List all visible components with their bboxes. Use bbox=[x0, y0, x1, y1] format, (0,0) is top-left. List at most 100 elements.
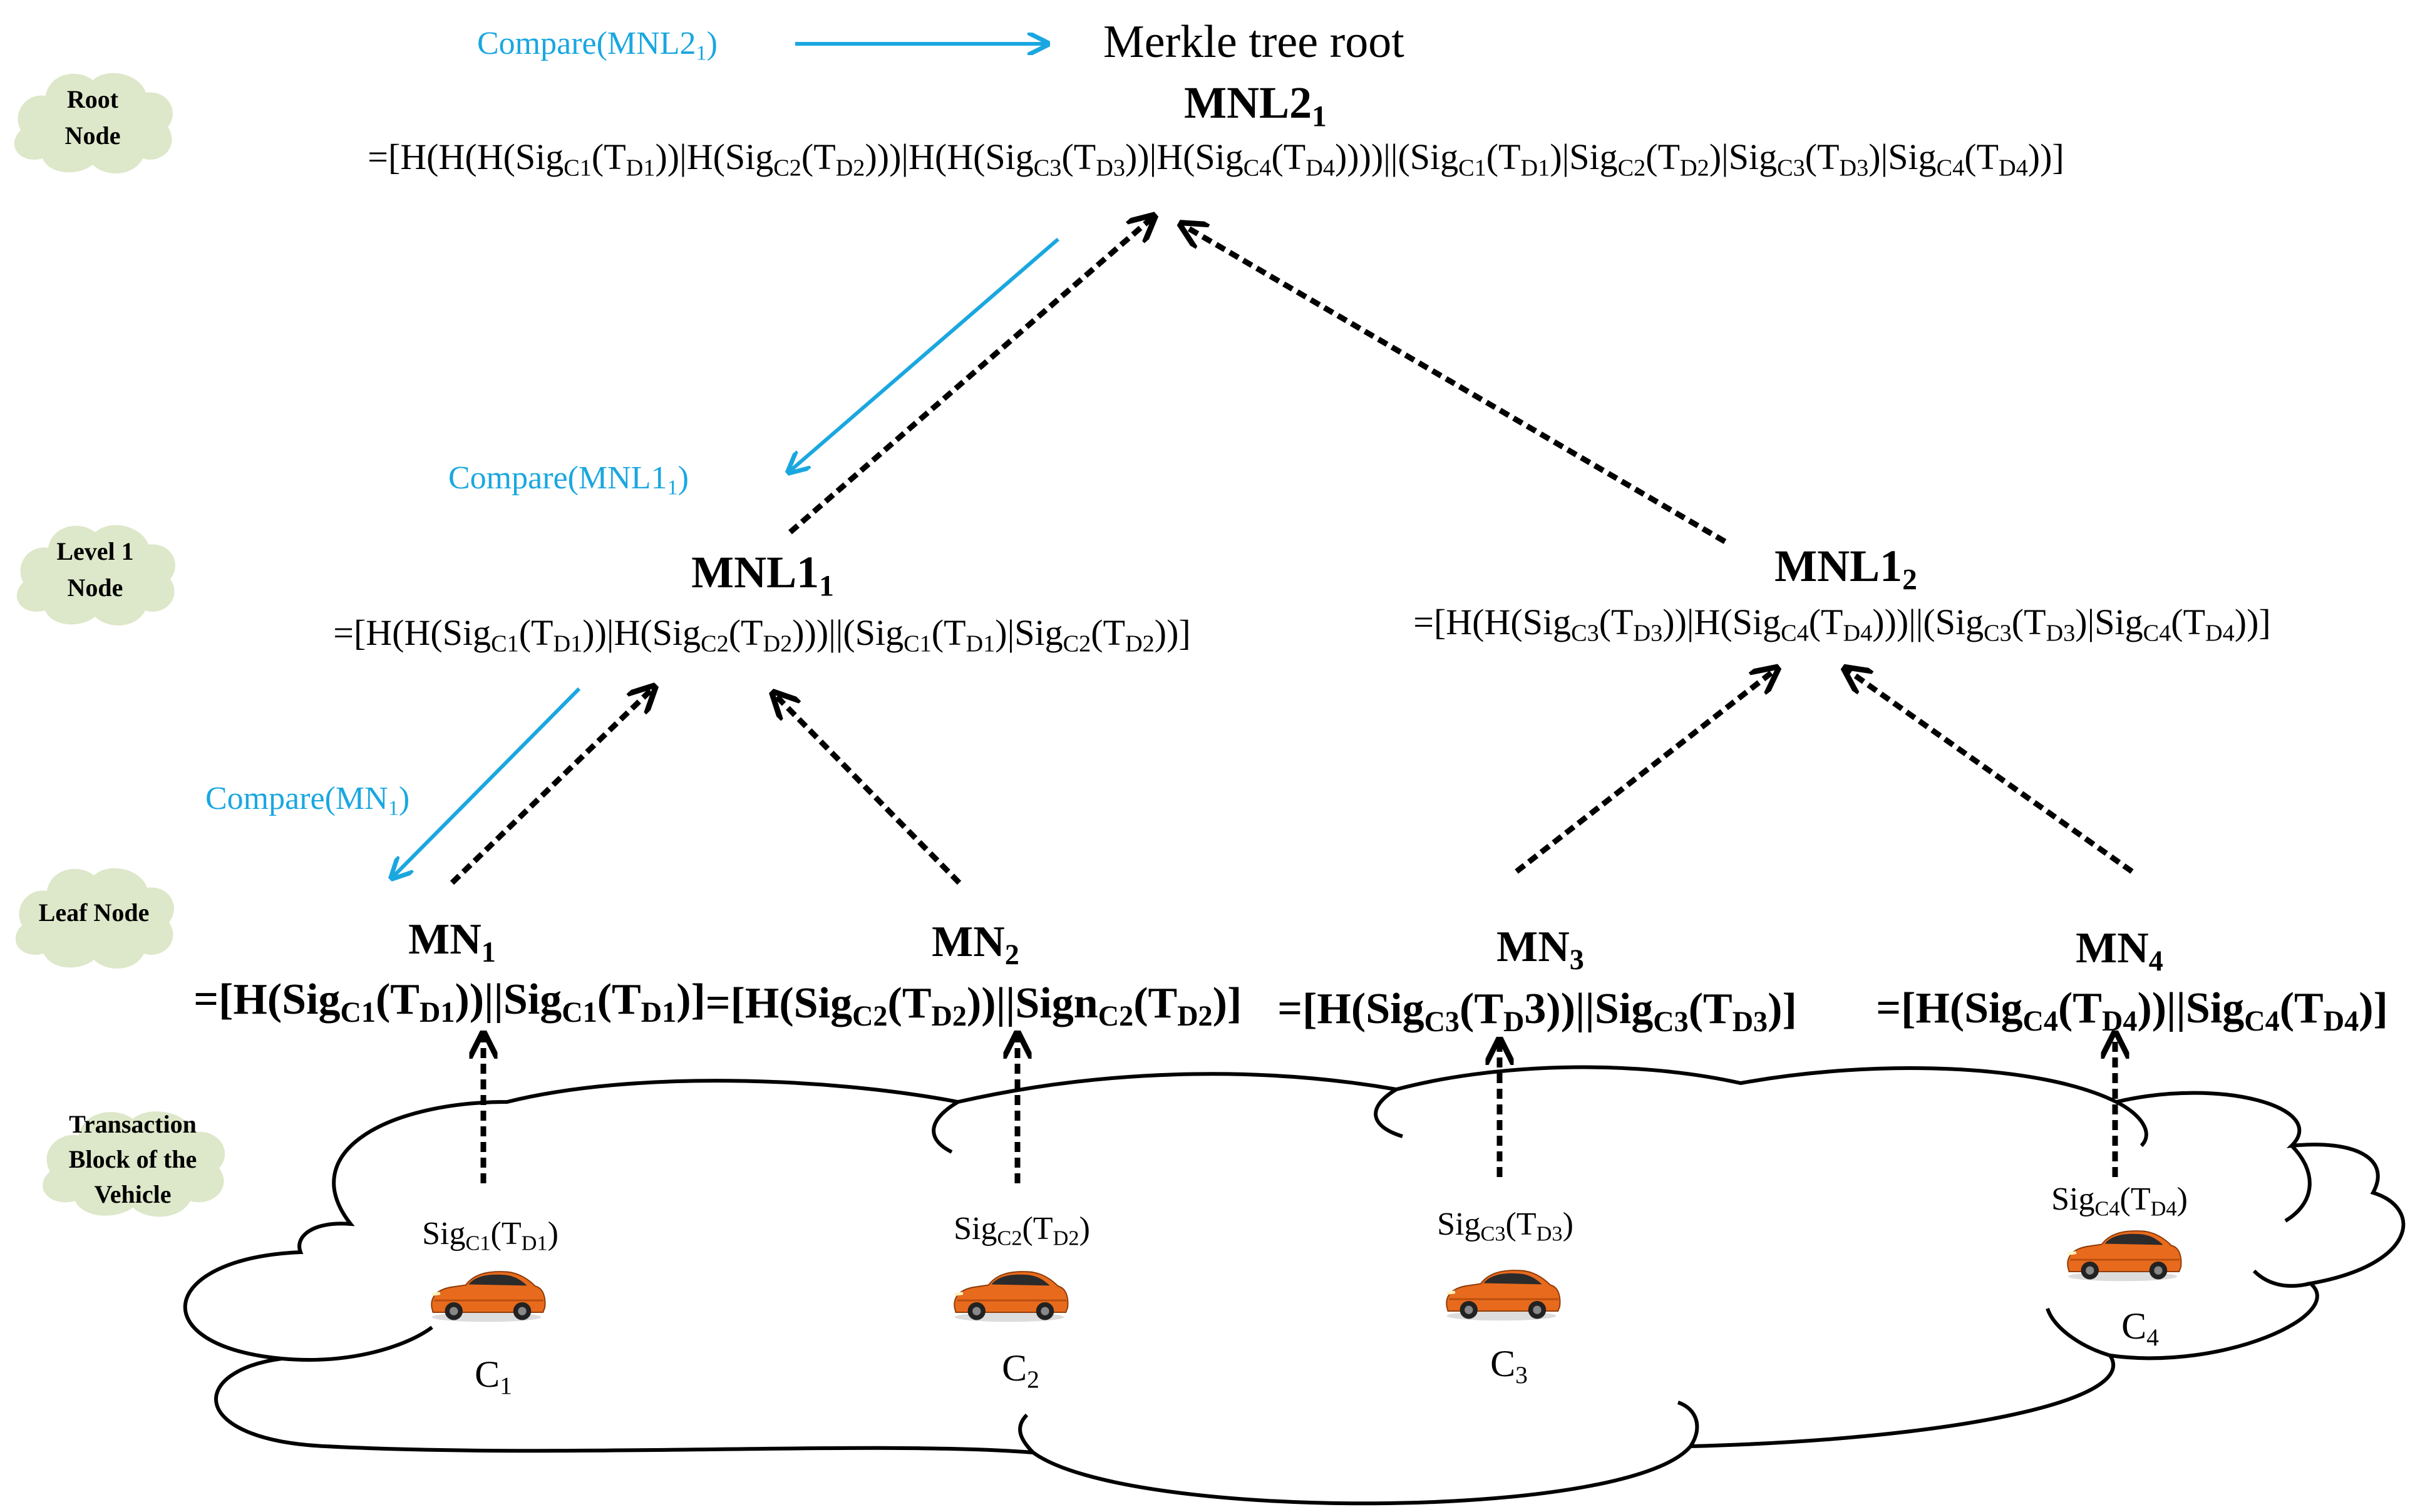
formula-subscript: C1 bbox=[564, 155, 592, 182]
formula-text: ) bbox=[1562, 1206, 1573, 1242]
formula-subscript: D2 bbox=[1053, 1226, 1079, 1250]
formula-subscript: D2 bbox=[1177, 999, 1213, 1032]
cloud-badge-icon bbox=[43, 1111, 225, 1217]
formula-text: ) bbox=[1079, 1211, 1090, 1247]
formula-subscript: C2 bbox=[997, 1226, 1022, 1250]
formula-subscript: D4 bbox=[1843, 620, 1873, 647]
formula-subscript: C4 bbox=[1781, 620, 1809, 647]
vehicle-3-signature: SigC3(TD3) bbox=[1437, 1206, 1573, 1245]
formula-subscript: C3 bbox=[1984, 620, 2012, 647]
arrow-mn2-to-mnl1-1 bbox=[775, 695, 962, 885]
formula-subscript: C2 bbox=[701, 630, 729, 657]
formula-subscript: C4 bbox=[1243, 155, 1272, 182]
formula-subscript: C1 bbox=[904, 630, 932, 657]
formula-subscript: C4 bbox=[2094, 1196, 2120, 1221]
formula-subscript: C2 bbox=[1063, 630, 1091, 657]
formula-subscript: C2 bbox=[1098, 999, 1134, 1032]
formula-text: (T bbox=[490, 1216, 522, 1252]
formula-text: (T bbox=[1022, 1211, 1053, 1247]
mnl1-1-name: MNL11 bbox=[691, 547, 834, 603]
mn2-formula: =[H(SigC2(TD2))||SignC2(TD2)] bbox=[705, 979, 1242, 1031]
formula-text: (T bbox=[1091, 612, 1125, 653]
formula-text: ) bbox=[2176, 1181, 2188, 1217]
formula-text: Sig bbox=[954, 1211, 997, 1247]
formula-subscript: D4 bbox=[2323, 1004, 2359, 1037]
vehicle-2-id: C2 bbox=[1002, 1347, 1039, 1394]
formula-subscript: D4 bbox=[2150, 1196, 2177, 1221]
formula-text: ))|H(Sig bbox=[1125, 136, 1243, 177]
compare-arrow-mnl1 bbox=[790, 237, 1059, 471]
formula-text: (T bbox=[1505, 1206, 1537, 1242]
formula-subscript: C2 bbox=[773, 155, 801, 182]
vehicle-1-signature: SigC1(TD1) bbox=[422, 1216, 559, 1254]
mn1-formula: =[H(SigC1(TD1))||SigC1(TD1)] bbox=[193, 975, 706, 1027]
formula-text: (T bbox=[1486, 136, 1521, 177]
vehicle-1-id: C1 bbox=[475, 1354, 512, 1400]
formula-text: =[H(Sig bbox=[705, 979, 853, 1027]
formula-text: (T bbox=[1805, 136, 1840, 177]
formula-text: (T bbox=[2119, 1181, 2151, 1217]
formula-subscript: D1 bbox=[1520, 155, 1550, 182]
vehicle-2-signature: SigC2(TD2) bbox=[954, 1211, 1090, 1249]
formula-subscript: C1 bbox=[340, 995, 376, 1028]
formula-text: ))|H(Sig bbox=[582, 612, 701, 653]
formula-text: ))|H(Sig bbox=[655, 136, 774, 177]
formula-text: )] bbox=[1212, 979, 1242, 1027]
formula-subscript: D2 bbox=[1125, 630, 1155, 657]
formula-subscript: D3 bbox=[1839, 155, 1869, 182]
formula-subscript: C3 bbox=[1653, 1005, 1689, 1037]
formula-text: ))] bbox=[2027, 136, 2064, 177]
formula-text: ))||Sig bbox=[2137, 984, 2245, 1032]
formula-text: =[H(H(H(Sig bbox=[368, 136, 564, 177]
formula-text: ))))||(Sig bbox=[1334, 136, 1459, 177]
formula-text: )|Sig bbox=[995, 612, 1063, 653]
formula-text: )|Sig bbox=[2075, 602, 2143, 642]
formula-text: =[H(H(Sig bbox=[333, 612, 492, 653]
cloud-badge-icon bbox=[15, 868, 174, 969]
formula-text: 3))||Sig bbox=[1524, 985, 1654, 1033]
formula-text: ))|H(Sig bbox=[1662, 602, 1781, 642]
formula-text: (T bbox=[597, 975, 641, 1024]
cloud-badge-icon bbox=[14, 73, 173, 173]
formula-text: )))||(Sig bbox=[792, 612, 904, 653]
vehicle-4-id: C4 bbox=[2121, 1305, 2159, 1352]
formula-text: (T bbox=[2279, 984, 2324, 1032]
formula-text: (T bbox=[1964, 136, 1999, 177]
level-label-block: Transaction Block of the Vehicle bbox=[68, 1110, 197, 1208]
formula-text: (T bbox=[375, 975, 420, 1024]
formula-text: (T bbox=[801, 136, 836, 177]
formula-text: =[H(Sig bbox=[1876, 984, 2023, 1032]
formula-subscript: D4 bbox=[1305, 155, 1335, 182]
formula-subscript: C3 bbox=[1480, 1221, 1506, 1246]
mn3-name: MN3 bbox=[1496, 923, 1584, 975]
arrow-mnl1-2-to-root bbox=[1183, 225, 1727, 544]
mn1-name: MN1 bbox=[408, 915, 496, 968]
formula-subscript: C1 bbox=[562, 995, 597, 1028]
mn4-formula: =[H(SigC4(TD4))||SigC4(TD4)] bbox=[1876, 984, 2388, 1036]
formula-text: (T bbox=[1808, 602, 1843, 642]
compare-arrows bbox=[393, 44, 1059, 877]
cloud-icon bbox=[183, 1065, 2406, 1506]
formula-subscript: C3 bbox=[1033, 155, 1062, 182]
formula-subscript: C3 bbox=[1571, 620, 1599, 647]
mn2-name: MN2 bbox=[932, 918, 1019, 970]
formula-subscript: D bbox=[1503, 1005, 1525, 1037]
formula-text: (T bbox=[728, 612, 763, 653]
formula-subscript: C2 bbox=[852, 999, 888, 1032]
formula-text: Sig bbox=[1437, 1206, 1481, 1242]
formula-text: =[H(Sig bbox=[1277, 985, 1424, 1033]
mnl1-2-name: MNL12 bbox=[1774, 541, 1917, 597]
formula-text: (T bbox=[591, 136, 626, 177]
root-node-name: MNL21 bbox=[1184, 78, 1327, 133]
arrow-mn4-to-mnl1-2 bbox=[1847, 670, 2134, 874]
formula-text: ))||Sig bbox=[455, 975, 562, 1024]
formula-subscript: D2 bbox=[763, 630, 793, 657]
vehicle-4-signature: SigC4(TD4) bbox=[2051, 1181, 2188, 1220]
formula-subscript: D3 bbox=[1096, 155, 1125, 182]
formula-text: (T bbox=[1061, 136, 1096, 177]
formula-text: )|Sig bbox=[1550, 136, 1618, 177]
formula-subscript: C1 bbox=[491, 630, 519, 657]
formula-text: (T bbox=[518, 612, 554, 653]
